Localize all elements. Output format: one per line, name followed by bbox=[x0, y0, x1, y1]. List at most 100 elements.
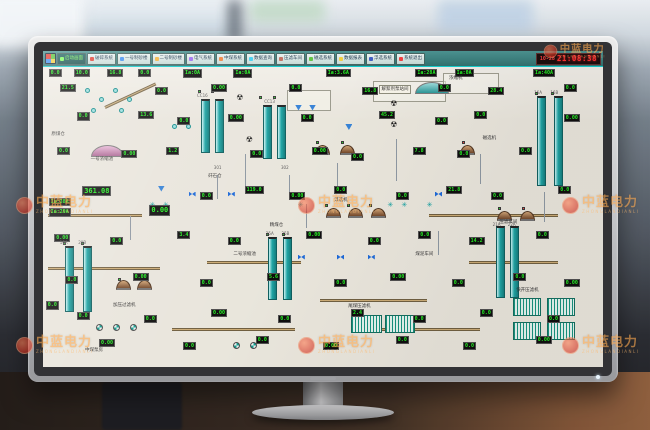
status-led bbox=[324, 204, 328, 208]
value-readout: 0.0 bbox=[395, 191, 409, 200]
toolbar-button-3[interactable]: 一号制砂楼 bbox=[117, 52, 151, 65]
value-readout: 0.0 bbox=[278, 314, 292, 323]
press-filter-icon bbox=[351, 314, 382, 333]
press-filter-icon bbox=[547, 322, 575, 340]
value-readout: 0.00 bbox=[323, 341, 340, 350]
background-monitor bbox=[88, 0, 233, 38]
cyclone-icon: ☢ bbox=[236, 93, 244, 102]
monitor-stand-base bbox=[252, 405, 394, 420]
press-filter-icon bbox=[513, 298, 542, 316]
toolbar-button-icon bbox=[219, 56, 223, 61]
equipment-label: 中煤泵房 bbox=[85, 347, 103, 353]
value-readout: 16.8 bbox=[362, 86, 379, 95]
toolbar-button-7[interactable]: 数据查询 bbox=[246, 52, 275, 65]
value-readout: 21.8 bbox=[446, 185, 463, 194]
value-readout: 0.0 bbox=[45, 301, 59, 310]
valve-icon bbox=[337, 254, 344, 260]
value-readout: 0.0 bbox=[250, 149, 264, 158]
value-readout: 0.0 bbox=[451, 278, 465, 287]
toolbar-button-11[interactable]: 浮选系统 bbox=[366, 52, 395, 65]
cyclone-icon: ☢ bbox=[390, 99, 398, 108]
clock-time: 21:08:38 bbox=[556, 53, 597, 63]
toolbar-button-6[interactable]: 中煤系统 bbox=[216, 52, 245, 65]
press-filter-icon bbox=[547, 298, 575, 316]
hopper-icon bbox=[157, 185, 165, 192]
hopper-icon bbox=[345, 124, 353, 130]
equipment-code: 10A bbox=[59, 239, 68, 245]
toolbar-button-8[interactable]: 压滤车间 bbox=[276, 52, 305, 65]
toolbar-button-5[interactable]: 电气系统 bbox=[186, 52, 215, 65]
cyclone-node-icon bbox=[127, 97, 132, 102]
value-readout: 1.2 bbox=[166, 146, 180, 155]
toolbar-button-icon bbox=[369, 56, 373, 61]
pump-icon bbox=[129, 323, 137, 331]
screen-machine-icon bbox=[496, 211, 512, 221]
cyclone-node-icon bbox=[90, 107, 96, 113]
hopper-icon bbox=[295, 104, 302, 111]
toolbar-button-label: 数据查询 bbox=[254, 56, 272, 61]
equipment-label: 加压过滤机 bbox=[113, 302, 136, 308]
toolbar-button-10[interactable]: 数据报表 bbox=[336, 52, 365, 65]
tank-column-icon bbox=[262, 104, 272, 159]
value-readout: 119.0 bbox=[244, 185, 264, 194]
pipe-line bbox=[129, 215, 131, 240]
equipment-code: CC13 bbox=[264, 98, 275, 104]
value-readout: 10.0 bbox=[73, 68, 90, 77]
toolbar-button-9[interactable]: 磁选系统 bbox=[306, 52, 335, 65]
value-readout: 0.00 bbox=[99, 338, 116, 347]
toolbar-button-label: 系统退出 bbox=[404, 56, 422, 61]
value-readout: 0.0 bbox=[412, 314, 426, 323]
monitor-brand-logo bbox=[310, 377, 336, 380]
monitor-power-led bbox=[596, 375, 600, 379]
toolbar-button-1[interactable]: 启动画面 bbox=[57, 52, 86, 65]
agitator-icon: ✳ bbox=[426, 201, 433, 209]
equipment-label: 解絮剂泵站间 bbox=[379, 85, 411, 94]
value-readout: 3.4 bbox=[177, 230, 191, 239]
value-readout: 0.0 bbox=[76, 311, 90, 320]
thickener-dome-icon bbox=[90, 145, 125, 157]
status-led bbox=[118, 277, 122, 281]
hmi-toolbar: 启动画面破碎系统 一号制砂楼二号制砂楼电气系统中煤系统 数据查询压滤车间磁选系统数据… bbox=[43, 51, 603, 67]
value-readout-large: 361.08 bbox=[82, 185, 112, 196]
value-readout: 0.0 bbox=[289, 83, 303, 92]
toolbar-button-12[interactable]: 系统退出 bbox=[396, 52, 425, 65]
toolbar-button-4[interactable]: 二号制砂楼 bbox=[151, 52, 185, 65]
conveyor-belt bbox=[320, 299, 427, 303]
equipment-code: 20B bbox=[78, 239, 87, 245]
toolbar-button-2[interactable]: 破碎系统 bbox=[87, 52, 116, 65]
value-readout: 0.0 bbox=[300, 113, 314, 122]
value-readout: 0.0 bbox=[367, 236, 381, 245]
hmi-logo-icon bbox=[45, 53, 56, 64]
conveyor-belt bbox=[103, 82, 156, 109]
value-readout: 0.0 bbox=[558, 185, 572, 194]
tank-column-icon bbox=[496, 226, 506, 298]
value-readout: Ia:0A bbox=[183, 69, 203, 78]
status-led bbox=[197, 89, 201, 93]
conveyor-belt bbox=[206, 261, 301, 265]
press-filter-icon bbox=[513, 322, 542, 340]
pump-icon bbox=[233, 341, 241, 349]
value-readout: 0.0 bbox=[418, 230, 432, 239]
value-readout: 0.0 bbox=[474, 110, 488, 119]
equipment-label: 快开压滤机 bbox=[516, 287, 539, 293]
press-filter-icon bbox=[384, 314, 416, 333]
value-readout-large: 0.00 bbox=[149, 205, 171, 216]
toolbar-button-icon bbox=[60, 56, 64, 61]
status-led bbox=[551, 91, 555, 95]
equipment-label: 精煤仓 bbox=[269, 223, 284, 228]
pump-icon bbox=[96, 323, 104, 331]
hopper-icon bbox=[309, 104, 316, 111]
conveyor-belt bbox=[379, 328, 480, 331]
value-readout: 0.00 bbox=[211, 308, 228, 317]
value-readout: 0.0 bbox=[491, 191, 505, 200]
building-outline bbox=[286, 89, 332, 111]
cyclone-icon: ☢ bbox=[245, 135, 253, 144]
value-readout: 0.0 bbox=[563, 83, 577, 92]
value-readout: 0.00 bbox=[54, 233, 71, 242]
status-led bbox=[498, 207, 502, 211]
value-readout: 0.00 bbox=[390, 272, 407, 281]
value-readout: 28.4 bbox=[488, 86, 505, 95]
toolbar-button-label: 一号制砂楼 bbox=[125, 56, 148, 61]
equipment-label: 磁选机 bbox=[482, 136, 497, 141]
tank-column-icon bbox=[82, 245, 92, 312]
